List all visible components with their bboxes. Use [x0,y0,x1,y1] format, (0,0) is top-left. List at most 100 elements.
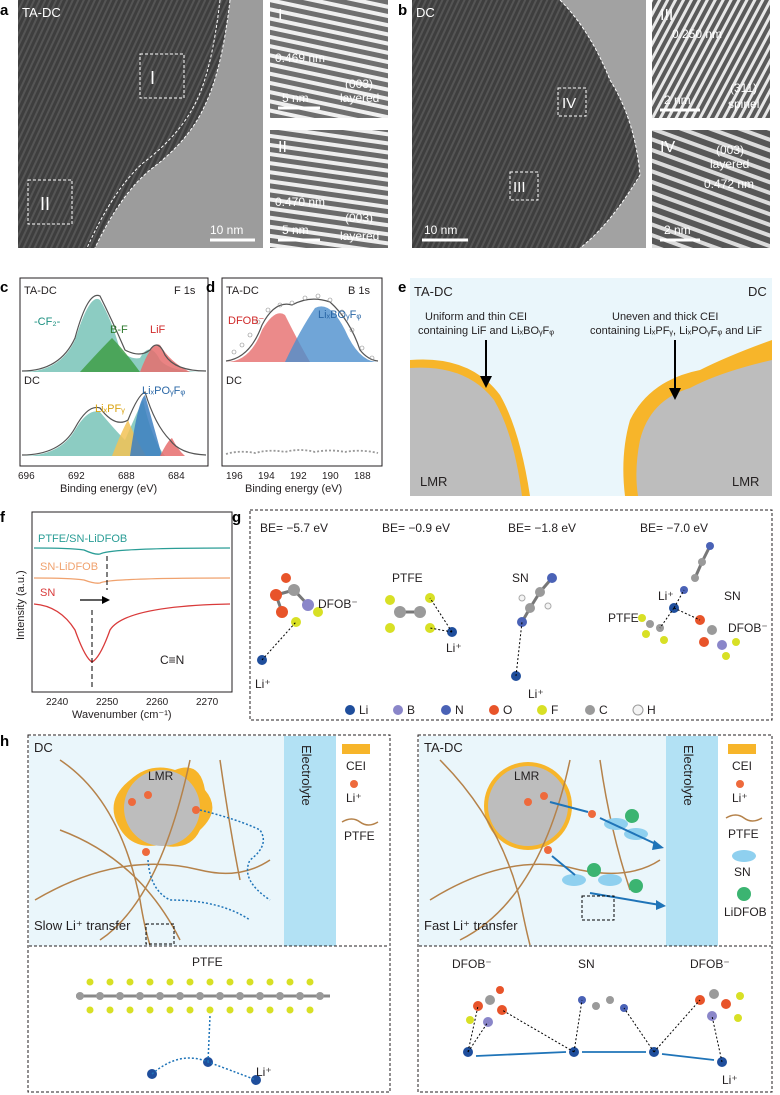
inset-II-scale: 5 nm [282,223,309,237]
panel-label-a: a [0,2,9,19]
box-label-I: I [150,68,155,88]
c-core-label: F 1s [174,285,196,297]
g-energy-4: BE= −7.0 eV [640,521,708,535]
cei-schematic: TA-DC DC Uniform and thin CEI containing… [410,278,772,496]
f-x-ticks: 2240 2250 2260 2270 [46,697,219,708]
g-sn-label: SN [512,571,529,585]
c-top-label: TA-DC [24,285,57,297]
legend-li: Li [359,703,368,717]
legend-h: H [647,703,656,717]
c-peak-bf: B-F [110,324,128,336]
g-li-label-3: Li⁺ [528,687,544,701]
inset-IV-roman: IV [660,139,675,156]
d-x-ticks: 196 194 192 190 188 [226,471,371,482]
panel-label-e: e [398,279,406,296]
g-li-label-2: Li⁺ [446,641,462,655]
sample-label-b: DC [416,5,435,20]
h-right-legend-cei: CEI [732,759,752,773]
c-peak-lif: LiF [150,324,166,336]
box-label-III: III [513,179,526,196]
inset-IV-scale: 2 nm [664,223,691,237]
d-top-label: TA-DC [226,285,259,297]
f-trace-label-2: SN-LiDFOB [40,561,98,573]
inset-I-d: 0.469 nm [275,51,325,65]
inset-II-d: 0.470 nm [275,195,325,209]
d-peak-dfob: DFOB⁻ [228,315,265,327]
h-right-legend-li: Li⁺ [732,791,748,805]
d-bottom-label: DC [226,375,242,387]
d-tick-188: 188 [354,471,371,482]
h-right-tadc: Electrolyte TA-DC LMR Fast Li⁺ transfer … [417,734,773,1093]
atom-legend: Li B N O F C H [345,703,656,717]
g-energy-1: BE= −5.7 eV [260,521,328,535]
g-energy-2: BE= −0.9 eV [382,521,450,535]
h-left-legend-ptfe: PTFE [344,829,375,843]
xps-f1s: TA-DC F 1s DC -CF₂- B-F LiF LiₓPFᵧ LiₓPO… [18,277,209,495]
box-label-IV: IV [562,95,576,112]
inset-II-roman: II [278,139,287,156]
h-right-electrolyte: Electrolyte [681,745,696,806]
c-x-ticks: 696 692 688 684 [18,471,185,482]
g-sn-label-2: SN [724,589,741,603]
legend-b: B [407,703,415,717]
e-right-label: DC [748,284,767,299]
inset-I-plane: (003) [345,77,373,91]
e-left-note2: containing LiF and LiₓBOᵧFᵩ [418,325,554,337]
inset-III-d: 0.250 nm [672,27,722,41]
h-right-molecules [463,986,744,1067]
h-left-electrolyte: Electrolyte [299,745,314,806]
c-tick-688: 688 [118,471,135,482]
d-tick-194: 194 [258,471,275,482]
h-left-legend-li: Li⁺ [346,791,362,805]
xps-b1s: TA-DC B 1s DC DFOB⁻ LiₓBOᵧFᵩ 196 194 192… [221,277,383,495]
legend-f: F [551,703,558,717]
c-tick-684: 684 [168,471,185,482]
inset-III: III 0.250 nm (311) spinel 2 nm [652,0,770,118]
h-right-zoom-dfob-1: DFOB⁻ [452,957,492,971]
panel-label-d: d [206,279,215,296]
e-lmr-right: LMR [732,474,759,489]
legend-c: C [599,703,608,717]
f-bond-label: C≡N [160,653,184,667]
panel-label-c: c [0,279,8,296]
f-ylabel: Intensity (a.u.) [15,570,27,640]
h-left-core: LMR [148,769,174,783]
h-left-ion: Li⁺ [256,1065,272,1079]
f-trace-label-3: SN [40,587,55,599]
g-energy-3: BE= −1.8 eV [508,521,576,535]
inset-IV-phase: layered [710,157,749,171]
h-left-title: DC [34,740,53,755]
c-tick-696: 696 [18,471,35,482]
e-left-note1: Uniform and thin CEI [425,311,527,323]
g-dfob-label: DFOB⁻ [318,597,358,611]
molecule-sn: SN Li⁺ [511,571,557,701]
h-right-core: LMR [514,769,540,783]
h-left-caption: Slow Li⁺ transfer [34,918,131,933]
e-lmr-left: LMR [420,474,447,489]
tem-image-a: I II TA-DC 10 nm [18,0,263,249]
h-right-legend-sn: SN [734,865,751,879]
h-right-title: TA-DC [424,740,463,755]
d-core-label: B 1s [348,285,371,297]
h-right-legend-lidfob: LiDFOB [724,905,767,919]
panel-label-f: f [0,509,6,526]
inset-IV: IV (003) layered 0.472 nm 2 nm [652,130,770,248]
e-left-label: TA-DC [414,284,453,299]
sample-label-a: TA-DC [22,5,61,20]
inset-III-plane: (311) [730,81,757,95]
molecule-ptfe: PTFE Li⁺ [385,571,462,655]
scale-b: 10 nm [424,223,457,237]
e-right-note2: containing LiₓPFᵧ, LiₓPOᵧFᵩ and LiF [590,325,762,337]
molecule-complex: SN Li⁺ PTFE DFOB⁻ [608,542,768,660]
f-tick-2260: 2260 [146,697,169,708]
c-tick-692: 692 [68,471,85,482]
g-li-label-4: Li⁺ [658,589,674,603]
h-left-legend-cei: CEI [346,759,366,773]
f-tick-2250: 2250 [96,697,119,708]
legend-n: N [455,703,464,717]
d-xlabel: Binding energy (eV) [245,483,342,495]
g-dfob-label-2: DFOB⁻ [728,621,768,635]
inset-I-phase: layered [340,91,379,105]
panel-label-g: g [232,509,241,526]
